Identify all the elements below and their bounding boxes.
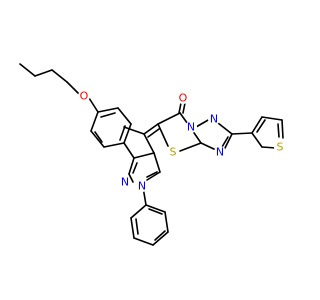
bond	[34, 69, 53, 77]
bond	[157, 123, 169, 147]
bond	[133, 152, 155, 159]
bond	[251, 132, 263, 148]
carbonyl-oxygen-label: O	[179, 92, 188, 105]
bond	[51, 69, 68, 83]
bond	[130, 217, 135, 239]
bond	[123, 123, 132, 144]
atom-labels: O O N N N N N S S	[78, 90, 286, 193]
bond	[164, 211, 169, 233]
triazole-nitrogen-label: N	[210, 113, 218, 126]
bond	[147, 128, 160, 138]
bond	[145, 204, 166, 213]
bond	[261, 146, 277, 149]
bond	[146, 171, 161, 181]
bond	[133, 237, 154, 246]
bond	[261, 116, 283, 121]
bond	[221, 136, 229, 148]
bond	[200, 142, 217, 151]
bond	[179, 142, 202, 152]
bond	[123, 126, 145, 135]
bond	[90, 111, 99, 132]
bond	[251, 116, 263, 134]
bond	[19, 63, 36, 77]
bond	[217, 122, 233, 135]
bond	[135, 218, 139, 235]
thiophene-sulfur-label: S	[277, 141, 284, 154]
bond	[182, 102, 186, 114]
bond	[195, 118, 211, 128]
bonds	[19, 63, 284, 246]
bond	[66, 81, 80, 95]
pyrazole-nitrogen-label: N	[121, 176, 129, 189]
bond	[143, 133, 155, 154]
bond	[130, 204, 147, 219]
pyrazole-nitrogen-label: N	[138, 180, 146, 193]
triazole-nitrogen-label: N	[187, 121, 195, 134]
bond	[128, 173, 134, 183]
ether-oxygen-label: O	[80, 90, 89, 103]
triazole-nitrogen-label: N	[216, 146, 224, 159]
bond	[153, 152, 161, 173]
bond	[256, 119, 266, 133]
bond	[132, 162, 138, 174]
bond	[146, 171, 158, 178]
bond	[277, 123, 280, 138]
bond	[103, 142, 125, 148]
bond	[97, 107, 119, 113]
bond	[128, 157, 135, 175]
bond	[117, 107, 132, 125]
bond	[178, 102, 182, 114]
bond	[231, 132, 253, 135]
bond	[94, 131, 103, 143]
bond	[100, 112, 116, 118]
bond	[143, 123, 159, 135]
bond	[281, 119, 284, 139]
thiazole-sulfur-label: S	[170, 146, 177, 159]
bond	[154, 230, 166, 241]
bond	[90, 130, 105, 148]
bond	[152, 231, 169, 246]
bond	[123, 142, 135, 159]
bond	[223, 133, 233, 151]
molecule-structure: O O N N N N N S S	[19, 63, 286, 246]
bond	[119, 125, 126, 141]
bond	[148, 208, 163, 215]
bond	[88, 97, 99, 113]
bond	[157, 112, 181, 125]
